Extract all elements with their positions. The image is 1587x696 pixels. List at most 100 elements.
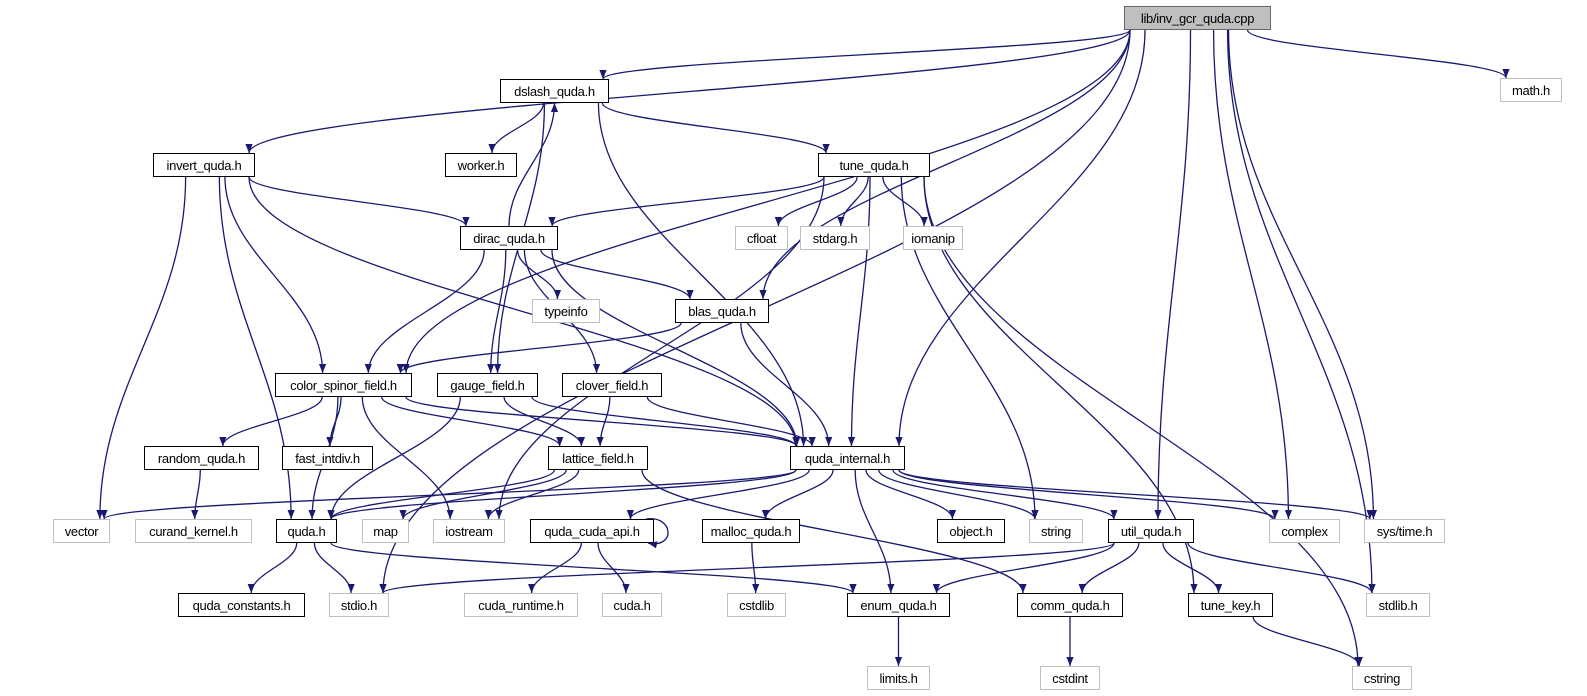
edge-random-to-curand [191,469,201,520]
node-label: typeinfo [544,303,588,319]
edge-root-to-dslash [599,29,1131,80]
node-label: cstdlib [739,597,774,613]
node-label: cuda.h [613,597,651,613]
edge-tune-to-dirac [548,176,825,227]
node-iomanip: iomanip [903,226,963,250]
node-label: malloc_quda.h [710,523,792,539]
node-worker[interactable]: worker.h [445,153,517,177]
node-cudaapi[interactable]: quda_cuda_api.h [530,519,654,543]
node-cstdlib: cstdlib [727,593,786,617]
node-label: dirac_quda.h [473,230,545,246]
node-invert[interactable]: invert_quda.h [153,153,255,177]
node-label: invert_quda.h [166,157,242,173]
node-label: cstdint [1052,670,1088,686]
node-util[interactable]: util_quda.h [1108,519,1194,543]
node-comm[interactable]: comm_quda.h [1017,593,1123,617]
edge-quda-to-stdio [313,542,355,594]
edge-cudaapi-to-cudart [528,542,582,594]
edge-quda-to-constants [247,542,298,594]
edge-internal-to-enum [854,469,895,594]
edge-gauge-to-quda [327,396,461,520]
node-constants[interactable]: quda_constants.h [178,593,305,617]
node-label: map [373,523,398,539]
edge-blas-to-internal [740,322,833,447]
node-quda[interactable]: quda.h [276,519,337,543]
edge-dslash-to-worker [488,102,545,154]
edge-dirac-to-typeinfo [516,249,562,300]
node-label: random_quda.h [157,450,246,466]
node-blas[interactable]: blas_quda.h [675,299,769,323]
node-label: curand_kernel.h [149,523,238,539]
node-label: enum_quda.h [860,597,937,613]
edge-internal-to-malloc [761,469,834,520]
node-root[interactable]: lib/inv_gcr_quda.cpp [1124,6,1271,30]
edge-root-to-util [1154,29,1192,520]
node-tune[interactable]: tune_quda.h [818,153,930,177]
node-dirac[interactable]: dirac_quda.h [460,226,558,250]
node-tunekey[interactable]: tune_key.h [1188,593,1273,617]
edge-cudaapi-to-cuda [597,542,630,594]
edge-util-to-stdio [379,542,1115,594]
edge-dslash-to-internal [597,102,808,447]
edge-lattice-to-map [399,469,567,520]
edge-root-to-systime [1227,29,1378,520]
node-systime: sys/time.h [1364,519,1445,543]
edge-util-to-stdlib [1187,542,1376,594]
node-malloc[interactable]: malloc_quda.h [702,519,800,543]
node-label: clover_field.h [575,377,649,393]
node-internal[interactable]: quda_internal.h [790,446,905,470]
edge-quda-to-enum [330,542,857,594]
edge-lattice-to-iostream [484,469,580,520]
node-cstdint: cstdint [1040,666,1100,690]
node-cudart: cuda_runtime.h [464,593,578,617]
edge-root-to-csf [402,29,1131,374]
node-fastdiv[interactable]: fast_intdiv.h [282,446,373,470]
node-random[interactable]: random_quda.h [144,446,259,470]
node-curand: curand_kernel.h [135,519,252,543]
edge-cudaapi-to-cudaapi [645,518,669,549]
edge-gauge-to-lattice [503,396,585,447]
node-cstring: cstring [1352,666,1412,690]
edge-root-to-blas [759,29,1131,300]
node-label: vector [64,523,99,539]
node-label: comm_quda.h [1030,597,1110,613]
edge-clover-to-internal [646,396,816,447]
edge-util-to-enum [932,542,1115,594]
node-clover[interactable]: clover_field.h [562,373,662,397]
node-label: dslash_quda.h [514,83,595,99]
node-label: tune_key.h [1200,597,1261,613]
node-object[interactable]: object.h [937,519,1005,543]
node-cfloat: cfloat [735,226,788,250]
edge-invert-to-vector [96,176,187,520]
edge-internal-to-string [878,469,1039,520]
node-label: sys/time.h [1376,523,1433,539]
edge-invert-to-csf [224,176,327,374]
node-enum[interactable]: enum_quda.h [847,593,950,617]
edge-tune-to-iomanip [882,176,928,227]
edge-dirac-to-gauge [487,249,507,374]
node-label: object.h [949,523,993,539]
node-csf[interactable]: color_spinor_field.h [275,373,412,397]
node-label: cuda_runtime.h [478,597,564,613]
edge-invert-to-internal [248,176,800,447]
node-label: util_quda.h [1120,523,1182,539]
edge-tune-to-internal [847,176,871,447]
edge-csf-to-random [219,396,323,447]
node-label: blas_quda.h [688,303,756,319]
node-label: iomanip [911,230,955,246]
node-map: map [362,519,409,543]
node-label: lattice_field.h [562,450,634,466]
node-label: quda_constants.h [192,597,291,613]
node-iostream: iostream [433,519,505,543]
node-label: lib/inv_gcr_quda.cpp [1140,10,1255,26]
node-typeinfo: typeinfo [532,299,600,323]
node-dslash[interactable]: dslash_quda.h [500,79,609,103]
edge-root-to-math [1246,29,1510,79]
node-gauge[interactable]: gauge_field.h [437,373,538,397]
node-label: stdarg.h [812,230,858,246]
node-label: stdlib.h [1378,597,1418,613]
edge-root-to-internal [895,29,1146,447]
node-label: limits.h [879,670,918,686]
node-lattice[interactable]: lattice_field.h [548,446,648,470]
